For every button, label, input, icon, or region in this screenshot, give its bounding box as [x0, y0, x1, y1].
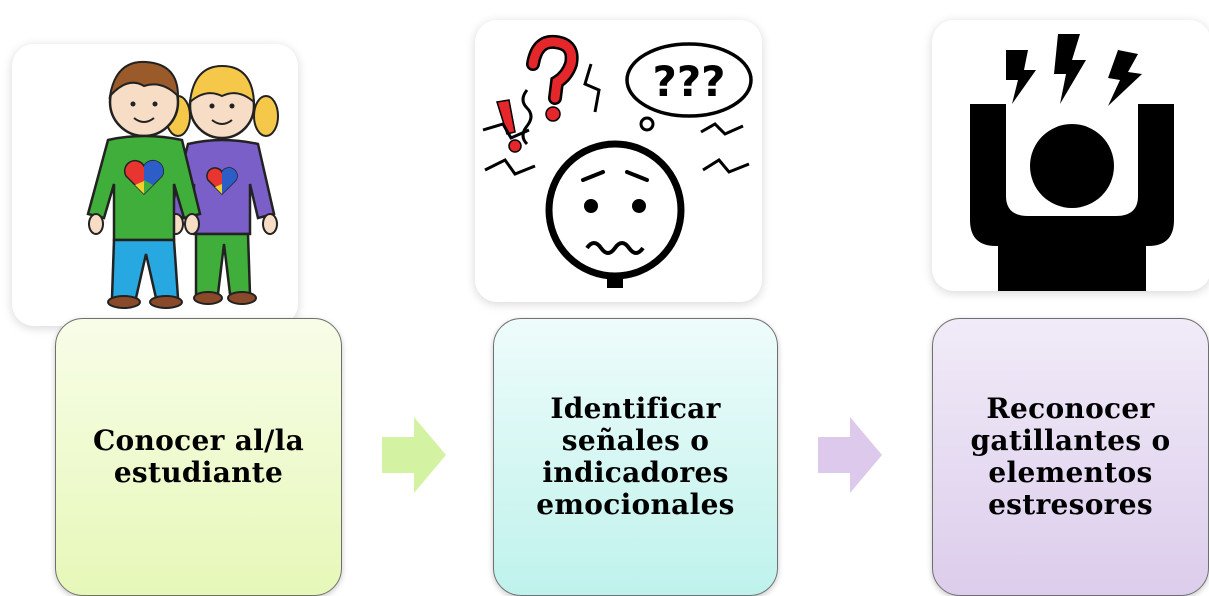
two-children-autism-heart-icon	[86, 60, 279, 309]
frustrated-person-card	[932, 20, 1209, 291]
step-box-identificar: Identificar señales o indicadores emocio…	[493, 318, 778, 596]
arrow-step-2-to-3	[818, 417, 882, 493]
stressed-face-card: ???	[475, 20, 762, 302]
stressed-confused-face-icon: ???	[482, 34, 753, 288]
step-box-conocer: Conocer al/la estudiante	[55, 318, 342, 596]
children-illustration-card	[12, 44, 298, 326]
step-label-conocer: Conocer al/la estudiante	[92, 424, 305, 489]
frustrated-person-lightning-icon	[970, 34, 1174, 291]
step-box-reconocer: Reconocer gatillantes o elementos estres…	[932, 318, 1209, 596]
arrow-step-1-to-2	[382, 417, 446, 493]
step-label-reconocer: Reconocer gatillantes o elementos estres…	[970, 392, 1171, 521]
step-label-identificar: Identificar señales o indicadores emocio…	[536, 392, 735, 521]
svg-text:???: ???	[652, 57, 725, 106]
